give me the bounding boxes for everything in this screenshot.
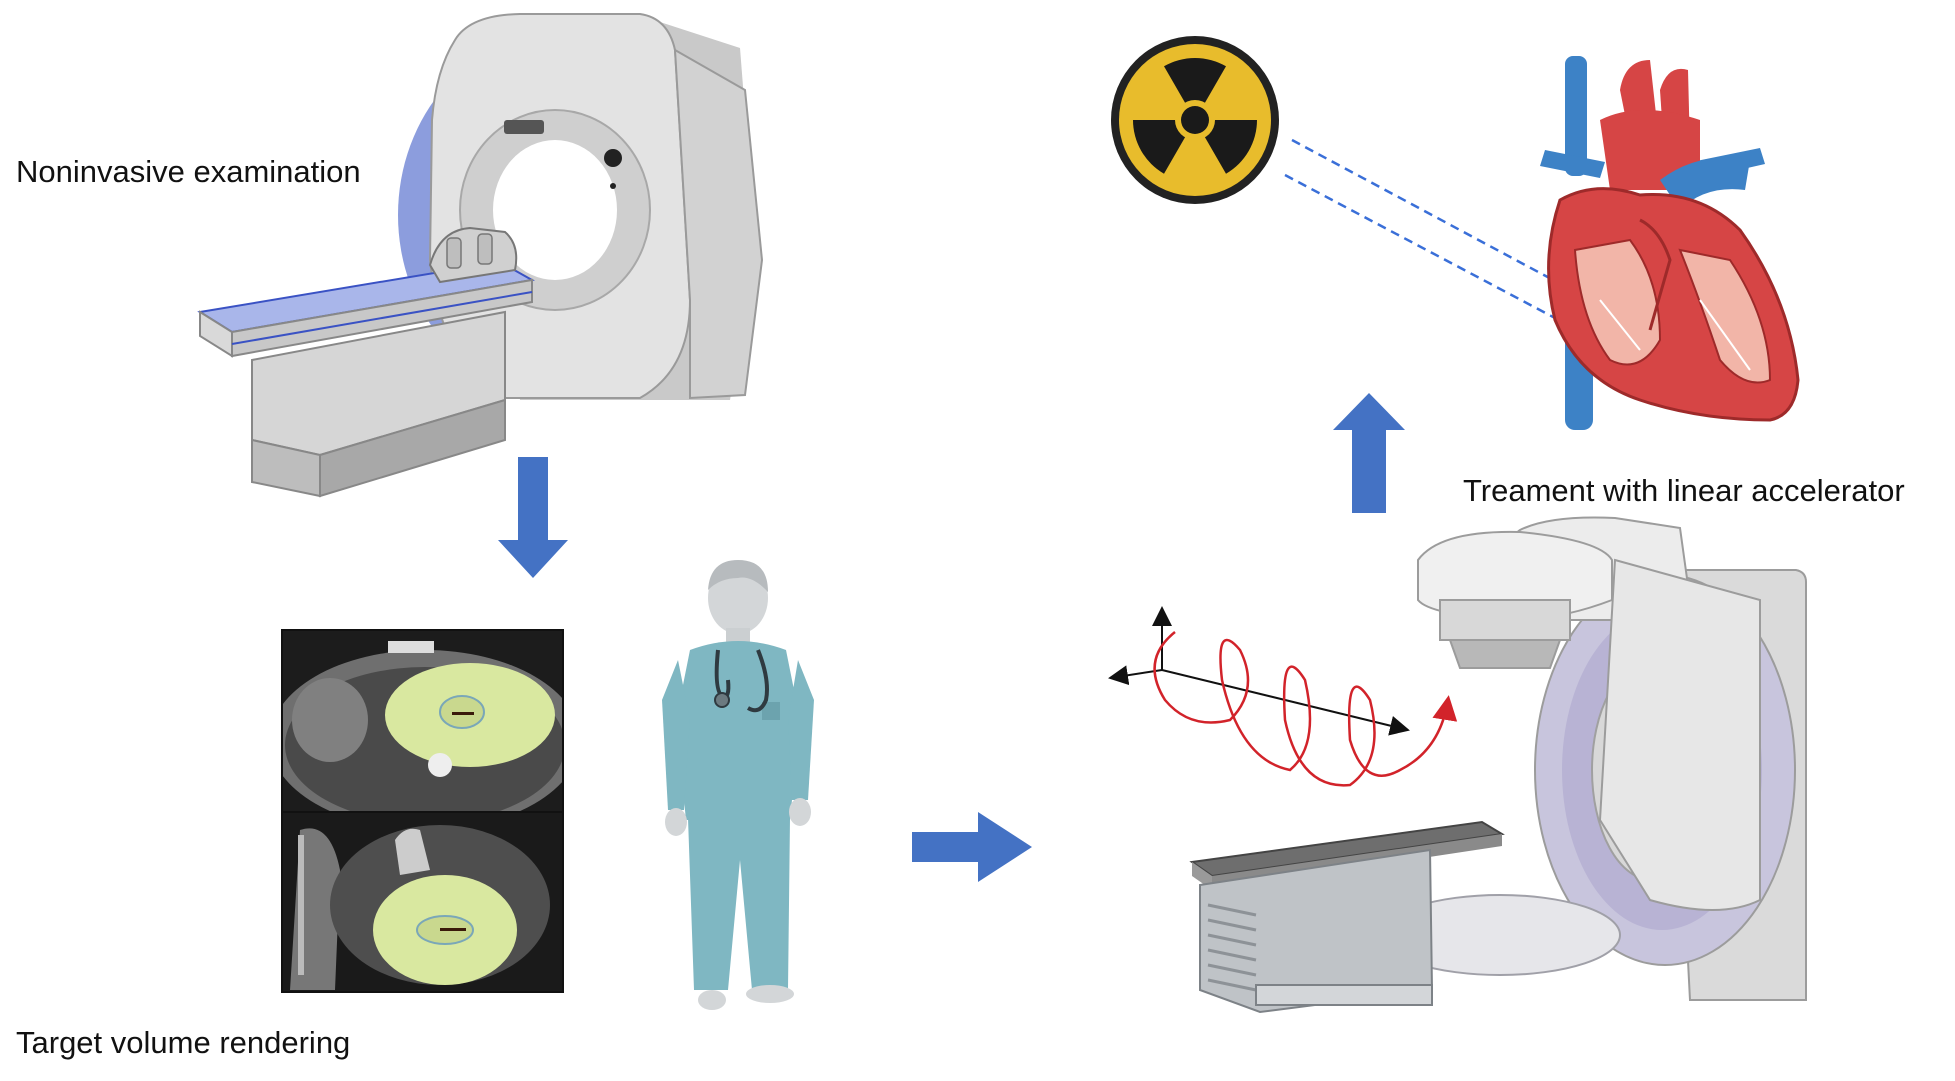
label-target-volume-rendering: Target volume rendering bbox=[16, 1025, 351, 1060]
arrow-up bbox=[1333, 393, 1405, 513]
radiation-symbol-icon bbox=[1111, 36, 1279, 204]
label-noninvasive-examination: Noninvasive examination bbox=[16, 154, 361, 189]
linear-accelerator-icon bbox=[1189, 516, 1807, 1014]
arrow-right bbox=[912, 812, 1032, 882]
physician-icon bbox=[662, 560, 814, 1010]
ct-scan-images bbox=[281, 629, 564, 993]
label-treatment-linear-accelerator: Treament with linear accelerator bbox=[1463, 473, 1905, 508]
arrow-down bbox=[498, 457, 568, 578]
heart-anatomy-icon bbox=[1540, 56, 1800, 430]
rotation-helix-icon bbox=[1108, 606, 1458, 787]
mri-scanner-icon bbox=[197, 13, 764, 498]
